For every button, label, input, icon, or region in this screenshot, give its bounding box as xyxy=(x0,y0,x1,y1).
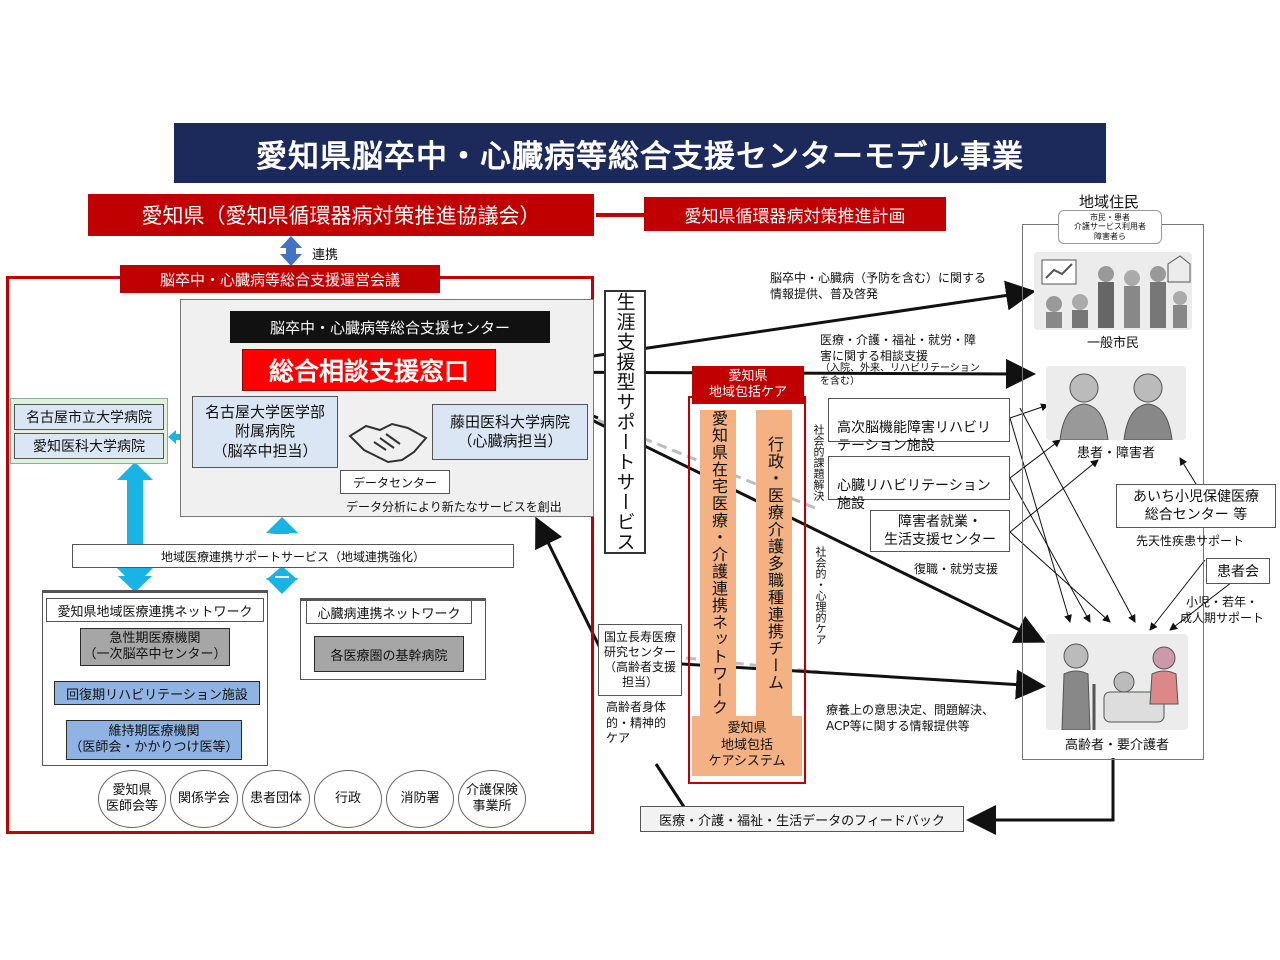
data-center-note: データ分析により新たなサービスを創出 xyxy=(346,500,562,514)
stakeholder-medical-association: 愛知県 医師会等 xyxy=(98,770,166,828)
support-center-label: 脳卒中・心臓病等総合支援センター xyxy=(230,311,550,343)
heart-rehab-text: 心臓リハビリテーション 施設 xyxy=(837,478,991,513)
acute-care-text: 急性期医療機関 （一次脳卒中センター） xyxy=(83,631,227,662)
employment-note: 復職・就労支援 xyxy=(914,562,999,576)
link-label: 連携 xyxy=(312,248,339,263)
arrow-brain-down xyxy=(1019,407,1136,623)
line-ncgg-feedback xyxy=(654,763,688,811)
arrow-feedback xyxy=(966,758,1115,835)
general-public-label: 一般市民 xyxy=(1086,335,1139,351)
arrow-child-elderly xyxy=(1149,559,1206,631)
arrow-ncgg-elderly xyxy=(681,662,1046,700)
arrow-assoc-elderly xyxy=(1169,581,1233,631)
employment-support-center: 障害者就業・ 生活支援センター xyxy=(870,510,1010,552)
patient-icon xyxy=(1059,373,1173,441)
decision-label: 療養上の意思決定、問題解決、 ACP等に関する情報提供等 xyxy=(826,703,995,734)
maintenance-care-text: 維持期医療機関 （医師会・かかりつけ医等） xyxy=(69,724,239,755)
plan-label: 愛知県循環器病対策推進計画 xyxy=(644,197,946,231)
regional-support-service: 地域医療連携サポートサービス（地域連携強化） xyxy=(72,544,514,568)
acute-care-institution: 急性期医療機関 （一次脳卒中センター） xyxy=(80,628,230,666)
home-care-network-column: 愛知県在宅医療・介護連携ネットワーク xyxy=(700,410,736,716)
arrow-employment-elderly xyxy=(1009,531,1111,623)
stakeholder-5-text: 介護保険 事業所 xyxy=(465,782,518,814)
cyan-arrow-vertical-left xyxy=(117,462,153,586)
social-psych-label: 社会的・心理的ケア xyxy=(814,546,827,645)
arrow-heartrehab-elderly xyxy=(1009,477,1091,623)
elderly-illustration xyxy=(1046,634,1188,731)
residents-subtitle: 市民・患者 介護サービス利用者 障害者ら xyxy=(1058,210,1162,244)
stakeholder-4-text: 消防署 xyxy=(400,790,440,806)
general-public-illustration xyxy=(1034,252,1192,330)
brain-rehab-text: 高次脳機能障害リハビリ テーション施設 xyxy=(837,420,991,455)
maintenance-care-institution: 維持期医療機関 （医師会・かかりつけ医等） xyxy=(66,720,242,760)
stakeholder-patient-groups: 患者団体 xyxy=(242,770,310,828)
arrow-heartrehab-patient xyxy=(1009,439,1061,479)
ncgg-box-text: 国立長寿医療 研究センター （高齢者支援 担当） xyxy=(603,630,676,689)
people-group-icon xyxy=(1041,255,1191,328)
stakeholder-administration: 行政 xyxy=(314,770,382,828)
patients-illustration xyxy=(1046,366,1186,441)
nagoya-city-univ-hospital: 名古屋市立大学病院 xyxy=(14,404,164,430)
recovery-rehab-facility: 回復期リハビリテーション施設 xyxy=(54,681,260,705)
child-health-center: あいち小児保健医療 総合センター 等 xyxy=(1116,484,1276,528)
heart-rehab-facility: 心臓リハビリテーション 施設 xyxy=(828,456,1010,512)
arrow-employment-patient xyxy=(1009,459,1099,533)
info-provision-label: 脳卒中・心臓病（予防を含む）に関する 情報提供、普及啓発 xyxy=(770,271,987,302)
elderly-label: 高齢者・要介護者 xyxy=(1064,737,1169,753)
community-care-header-text: 愛知県 地域包括ケア xyxy=(708,368,787,400)
cyan-arrow-support-network xyxy=(266,566,298,580)
fujita-hospital: 藤田医科大学病院 （心臓病担当） xyxy=(432,404,588,460)
page-title: 愛知県脳卒中・心臓病等総合支援センターモデル事業 xyxy=(174,123,1106,183)
cyan-arrow-support-left xyxy=(118,576,152,592)
child-health-center-text: あいち小児保健医療 総合センター 等 xyxy=(1133,488,1259,523)
community-care-system-text: 愛知県 地域包括 ケアシステム xyxy=(708,720,786,770)
employment-support-text: 障害者就業・ 生活支援センター xyxy=(884,513,996,548)
social-issue-label: 社会的課題解決 xyxy=(810,424,826,501)
stakeholder-0-text: 愛知県 医師会等 xyxy=(105,782,158,814)
brain-dysfunction-rehab-facility: 高次脳機能障害リハビリ テーション施設 xyxy=(828,398,1010,454)
network-right-title: 心臓病連携ネットワーク xyxy=(306,600,472,624)
consultation-sub-label: （入院、外来、リハビリテーション を含む） xyxy=(820,363,980,387)
aichi-medical-univ-hospital: 愛知医科大学病院 xyxy=(14,433,164,459)
arrow-brainrehab-elderly xyxy=(1009,417,1072,623)
patients-label: 患者・障害者 xyxy=(1076,445,1155,461)
arrow-child-patient xyxy=(1179,457,1197,485)
cyan-arrow-support-network-down xyxy=(266,578,298,594)
feedback-box: 医療・介護・福祉・生活データのフィードバック xyxy=(640,806,964,832)
stakeholder-3-text: 行政 xyxy=(334,790,361,806)
handshake-icon xyxy=(348,422,428,464)
arrow-ncgg-center xyxy=(535,516,602,649)
residents-subtitle-text: 市民・患者 介護サービス利用者 障害者ら xyxy=(1074,213,1146,241)
stakeholder-2-text: 患者団体 xyxy=(249,790,302,806)
council-title: 脳卒中・心臓病等総合支援運営会議 xyxy=(120,265,440,293)
elderly-care-icon xyxy=(1061,643,1179,731)
age-support-label: 小児・若年・ 成人期サポート xyxy=(1180,595,1265,626)
stakeholder-academic-societies: 関係学会 xyxy=(170,770,238,828)
community-care-header: 愛知県 地域包括ケア xyxy=(692,366,804,404)
consultation-window[interactable]: 総合相談支援窓口 xyxy=(242,349,496,391)
lifelong-support-service: 生涯支援型サポートサービス xyxy=(604,290,646,554)
blue-link-arrow xyxy=(280,236,302,266)
multidisciplinary-team-column: 行政・医療介護多職種連携チーム xyxy=(756,410,792,716)
cyan-arrow-center-support xyxy=(266,517,298,534)
stakeholder-1-text: 関係学会 xyxy=(177,790,230,806)
ncgg-box: 国立長寿医療 研究センター （高齢者支援 担当） xyxy=(598,624,682,696)
ncgg-note: 高齢者身体 的・精神的 ケア xyxy=(606,700,667,746)
nagoya-univ-hospital: 名古屋大学医学部 附属病院 （脳卒中担当） xyxy=(192,396,338,468)
congenital-support-label: 先天性疾患サポート xyxy=(1136,534,1245,548)
core-hospitals: 各医療圏の基幹病院 xyxy=(314,636,464,672)
data-center-box: データセンター xyxy=(340,470,450,494)
stakeholder-care-insurance: 介護保険 事業所 xyxy=(458,770,526,828)
network-left-title: 愛知県地域医療連携ネットワーク xyxy=(46,598,264,622)
residents-title: 地域住民 xyxy=(1058,190,1160,212)
fujita-hospital-text: 藤田医科大学病院 （心臓病担当） xyxy=(449,412,570,451)
nagoya-univ-hospital-text: 名古屋大学医学部 附属病院 （脳卒中担当） xyxy=(204,402,325,460)
prefecture-banner: 愛知県（愛知県循環器病対策推進協議会） xyxy=(88,194,594,236)
stakeholder-fire-department: 消防署 xyxy=(386,770,454,828)
patient-association: 患者会 xyxy=(1206,558,1270,584)
community-care-system: 愛知県 地域包括 ケアシステム xyxy=(692,716,802,776)
arrow-brainrehab-patient xyxy=(1009,403,1049,419)
consultation-label: 医療・介護・福祉・就労・障 害に関する相談支援 xyxy=(820,333,977,364)
